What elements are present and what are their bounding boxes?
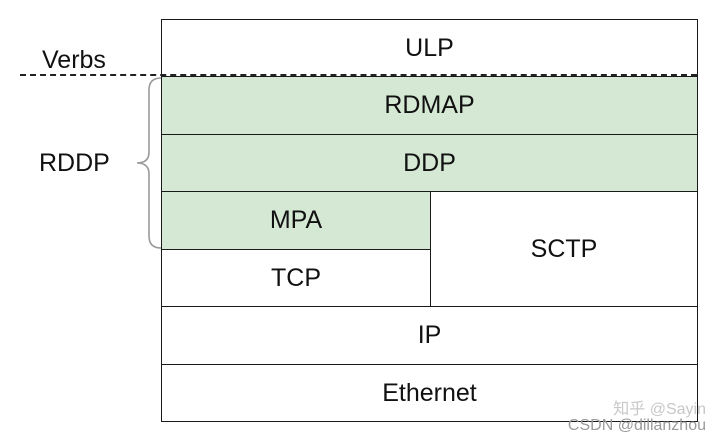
layer-ulp: ULP: [161, 19, 698, 77]
layer-tcp: TCP: [161, 249, 431, 307]
layer-ddp: DDP: [161, 134, 698, 192]
layer-mpa-label: MPA: [269, 206, 323, 234]
layer-ethernet-label: Ethernet: [382, 378, 477, 407]
verbs-label: Verbs: [42, 46, 106, 74]
layer-rdmap-label: RDMAP: [384, 91, 475, 119]
verbs-boundary-dashed-line: [20, 74, 697, 76]
layer-ip-label: IP: [417, 321, 442, 349]
watermark-zhihu: 知乎 @Sayin: [613, 401, 706, 418]
layer-tcp-label: TCP: [271, 263, 321, 292]
layer-ethernet: Ethernet: [161, 364, 698, 422]
rddp-label: RDDP: [39, 149, 110, 177]
layer-mpa: MPA: [161, 191, 431, 250]
layer-sctp-label: SCTP: [530, 234, 598, 263]
layer-ulp-label: ULP: [405, 33, 454, 62]
layer-sctp: SCTP: [430, 191, 698, 307]
layer-ddp-label: DDP: [403, 148, 456, 177]
watermark-csdn: CSDN @dillanzhou: [567, 417, 706, 434]
